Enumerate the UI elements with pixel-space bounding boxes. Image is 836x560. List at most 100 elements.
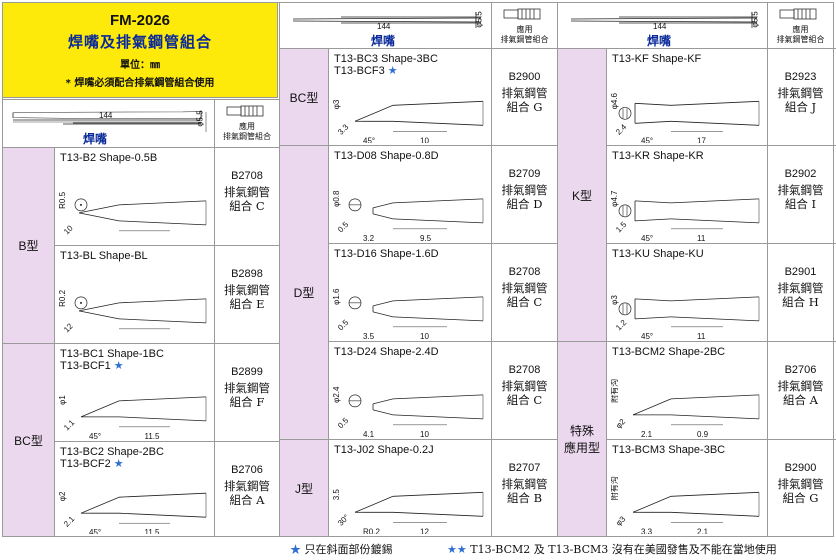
tip-drawing: φ4.71.545°11 — [611, 190, 760, 241]
tip-model-title: T13-D24 Shape-2.4D — [334, 346, 439, 358]
pipe-set-desc: 排氣鋼管 組合 C — [224, 185, 270, 213]
star-icon: ★ — [384, 65, 398, 77]
dimension-label: 0.5 — [336, 416, 351, 431]
length-label: 144 — [377, 22, 391, 31]
dimension-label: 45° — [89, 432, 101, 439]
pipe-set-code: B2900 — [784, 462, 817, 474]
pipe-set-cell: B2898 排氣鋼管 組合 E — [215, 246, 279, 343]
pipe-set-desc: 排氣鋼管 組合 A — [224, 479, 270, 507]
pipe-set-desc: 排氣鋼管 組合 G — [501, 86, 548, 114]
pipe-set-cell: B2708 排氣鋼管 組合 C — [492, 244, 557, 341]
use-label: 應用 排氣鋼管組合 — [223, 122, 271, 141]
tip-label: 焊嘴 — [371, 34, 396, 48]
pipe-set-cell: B2708 排氣鋼管 組合 C — [215, 148, 279, 245]
dimension-label: φ2 — [614, 417, 628, 431]
dimension-label: 2.1 — [697, 527, 709, 534]
dimension-label: 1.1 — [62, 418, 77, 433]
dimension-label: φ4.6 — [611, 92, 619, 109]
group-bc-left: BC型 — [3, 344, 54, 536]
pipe-set-desc: 排氣鋼管 組合 C — [501, 281, 548, 309]
tip-drawing: φ31.245°11 — [611, 295, 760, 339]
tip-drawing: φ22.145°11.5 — [59, 491, 207, 534]
dimension-label: 12 — [420, 527, 429, 534]
dimension-label: 10 — [62, 223, 75, 236]
tip-label: 焊嘴 — [647, 34, 672, 48]
dimension-label: φ4.7 — [611, 190, 619, 207]
pipe-set-code: B2900 — [508, 71, 541, 83]
dimension-label: 11.5 — [145, 432, 161, 439]
pipe-icon — [503, 8, 541, 20]
pipe-set-desc: 排氣鋼管 組合 I — [777, 183, 824, 211]
pipe-set-code: B2706 — [231, 464, 263, 476]
dimension-label: φ3 — [614, 514, 628, 528]
dia-label: φ5.5 — [195, 110, 205, 127]
pipe-set-desc: 排氣鋼管 組合 J — [777, 86, 824, 114]
pipe-set-code: B2707 — [508, 462, 541, 474]
dimension-label: 4.1 — [363, 430, 375, 437]
tip-model-title: T13-KR Shape-KR — [612, 150, 704, 162]
dimension-label: 11.5 — [145, 528, 161, 534]
dimension-label: 12 — [62, 321, 75, 334]
dimension-label: 10 — [420, 136, 429, 143]
dimension-label: 1.5 — [614, 220, 629, 235]
group-d: D型 — [280, 146, 328, 439]
dimension-label: 3.3 — [336, 122, 351, 137]
pipe-set-desc: 排氣鋼管 組合 D — [501, 183, 548, 211]
pipe-set-code: B2901 — [784, 266, 817, 278]
pipe-set-desc: 排氣鋼管 組合 C — [501, 379, 548, 407]
dimension-label: 3.2 — [363, 234, 375, 241]
star-icon: ★ — [110, 360, 124, 372]
pipe-set-code: B2898 — [231, 268, 263, 280]
use-head-mid: 應用 排氣鋼管組合 — [492, 3, 557, 48]
dimension-label: 0.5 — [336, 318, 351, 333]
tip-alt-model: T13-BCF3 ★ — [334, 65, 398, 77]
dia-label: φ5.5 — [474, 11, 484, 28]
column-head-mid: 144 φ5.5 焊嘴 — [281, 3, 491, 48]
pipe-icon — [226, 105, 264, 117]
dimension-label: 附有沟 — [611, 476, 619, 500]
header-box: FM-2026 焊嘴及排氣鋼管組合 單位：㎜ * 焊嘴必須配合排氣鋼管組合使用 — [2, 2, 278, 98]
group-bc-mid: BC型 — [280, 49, 328, 145]
pipe-set-code: B2899 — [231, 366, 263, 378]
pipe-set-desc: 排氣鋼管 組合 H — [777, 281, 824, 309]
unit-label: 單位：㎜ — [120, 60, 160, 71]
use-head-right: 應用 排氣鋼管組合 — [768, 3, 833, 48]
dimension-label: 11 — [697, 332, 706, 339]
dimension-label: 45° — [641, 136, 653, 143]
group-k: K型 — [558, 49, 606, 341]
dimension-label: 附有沟 — [611, 379, 619, 403]
dimension-label: 3.3 — [641, 527, 653, 534]
dimension-label: 9.5 — [420, 234, 432, 241]
pipe-set-code: B2708 — [231, 170, 263, 182]
dimension-label: 45° — [641, 234, 653, 241]
pipe-set-code: B2706 — [784, 364, 817, 376]
pipe-set-code: B2708 — [508, 266, 541, 278]
dimension-label: 3.5 — [333, 489, 341, 501]
model-title: FM-2026 — [109, 12, 171, 29]
footnote-2: ★★ T13-BCM2 及 T13-BCM3 沒有在美國發售及不能在當地使用 — [447, 543, 777, 556]
dimension-label: 2.1 — [62, 514, 77, 529]
tip-model-title: T13-B2 Shape-0.5B — [60, 152, 158, 164]
dimension-label: φ1.6 — [333, 288, 341, 305]
pipe-set-desc: 排氣鋼管 組合 E — [224, 283, 270, 311]
tip-drawing: R0.212 — [59, 289, 207, 334]
